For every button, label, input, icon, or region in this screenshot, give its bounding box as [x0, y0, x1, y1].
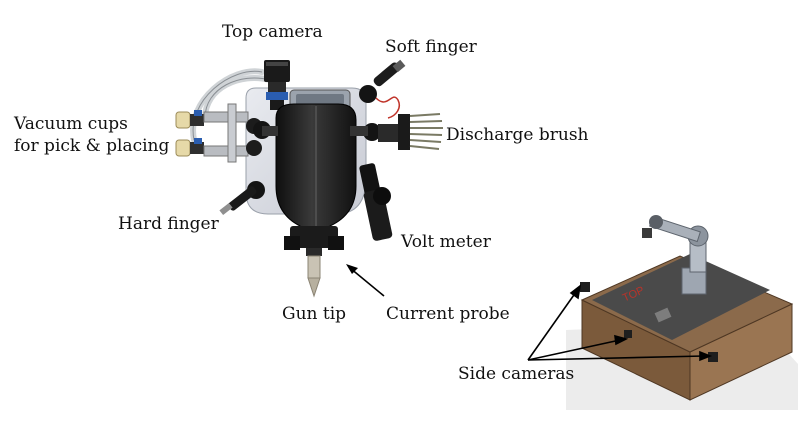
workstation-illustration: TOP — [566, 215, 798, 410]
device-under-test — [654, 307, 672, 323]
volt-meter-device — [359, 163, 393, 241]
top-camera-device — [264, 60, 290, 110]
label-hard-finger: Hard finger — [118, 214, 219, 234]
side-camera-front-right — [708, 352, 718, 362]
side-camera-back — [580, 282, 590, 292]
label-vacuum-cups-line2: for pick & placing — [14, 136, 170, 156]
discharge-brush-device — [378, 113, 443, 150]
label-top-camera: Top camera — [222, 22, 323, 42]
table-mat — [592, 254, 770, 340]
current-probe-arrow — [346, 264, 385, 297]
label-soft-finger: Soft finger — [385, 37, 477, 57]
hard-finger-device — [219, 181, 265, 216]
label-current-probe: Current probe — [386, 304, 510, 324]
label-side-cameras: Side cameras — [458, 364, 575, 384]
clamp-knobs — [253, 85, 381, 141]
side-camera-front-left — [624, 330, 632, 338]
robot-arm — [642, 215, 709, 295]
vacuum-tubing-outline — [192, 70, 271, 141]
gun-tip-device — [307, 255, 321, 298]
soft-finger-device — [373, 59, 406, 119]
esd-gun-body — [275, 89, 357, 256]
label-vacuum-cups-line1: Vacuum cups — [14, 114, 128, 134]
side-cameras-arrows — [527, 284, 713, 362]
label-volt-meter: Volt meter — [401, 232, 491, 252]
end-effector-illustration — [175, 59, 443, 298]
label-discharge-brush: Discharge brush — [446, 125, 589, 145]
label-gun-tip: Gun tip — [282, 304, 347, 324]
